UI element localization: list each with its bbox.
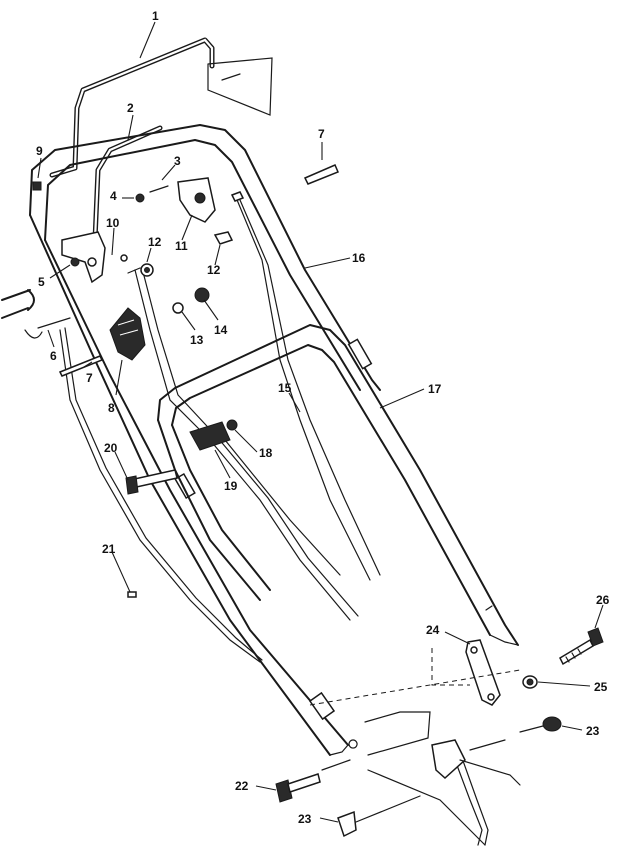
- control-cables: [59, 194, 489, 846]
- callout-12-left: 12: [148, 235, 162, 249]
- callout-14: 14: [214, 323, 228, 337]
- callout-26: 26: [596, 593, 610, 607]
- callout-4: 4: [110, 189, 117, 203]
- callout-5: 5: [38, 275, 45, 289]
- callout-16: 16: [352, 251, 366, 265]
- washer-25: [522, 675, 538, 689]
- callout-13: 13: [190, 333, 204, 347]
- knob-23-right: [519, 716, 562, 733]
- deck-bracket: [364, 711, 521, 846]
- upper-right-bracket: [177, 164, 339, 245]
- callout-1: 1: [152, 9, 159, 23]
- callout-23-right: 23: [586, 724, 600, 738]
- callout-23-bottom: 23: [298, 812, 312, 826]
- callout-7-lower: 7: [86, 371, 93, 385]
- cable-tie-21: [127, 591, 137, 598]
- callout-25: 25: [594, 680, 608, 694]
- bail-bar: [49, 37, 273, 178]
- bolt-20: [125, 469, 178, 495]
- callout-24: 24: [426, 623, 440, 637]
- leader-lines: [37, 21, 604, 823]
- callout-20: 20: [104, 441, 118, 455]
- bolt-26: [559, 627, 604, 666]
- callout-17: 17: [428, 382, 442, 396]
- upper-left-hardware: [32, 181, 169, 377]
- bolt-22: [275, 759, 351, 803]
- callout-7-upper: 7: [318, 127, 325, 141]
- lower-handle: [157, 324, 519, 646]
- callout-15: 15: [278, 381, 292, 395]
- callout-8: 8: [108, 401, 115, 415]
- callout-9: 9: [36, 144, 43, 158]
- upper-bar: [92, 125, 163, 243]
- callout-18: 18: [259, 446, 273, 460]
- callout-10: 10: [106, 216, 120, 230]
- callout-21: 21: [102, 542, 116, 556]
- cable-clip: [189, 419, 238, 451]
- cable-grip: [1, 289, 43, 339]
- callout-22: 22: [235, 779, 249, 793]
- callout-11: 11: [175, 239, 188, 253]
- callout-19: 19: [224, 479, 238, 493]
- callout-3: 3: [174, 154, 181, 168]
- control-box: [109, 287, 210, 361]
- callout-12-right: 12: [207, 263, 221, 277]
- callout-6: 6: [50, 349, 57, 363]
- callout-2: 2: [127, 101, 134, 115]
- knob-23-bottom: [337, 795, 421, 838]
- callout-labels: 1 2 3 4 5 6 7 7 8 9 10 11 12 12 13 14 15…: [36, 9, 610, 826]
- bracket-plate-24: [309, 639, 521, 706]
